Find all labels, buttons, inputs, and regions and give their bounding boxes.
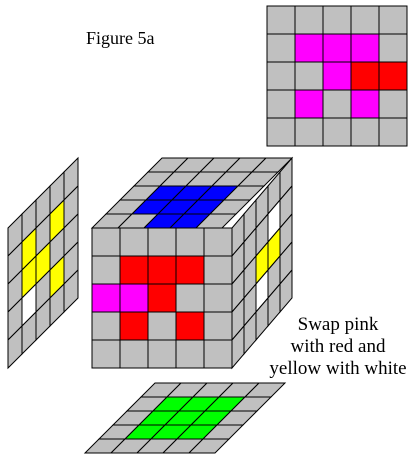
cube-front-sticker bbox=[175, 283, 205, 313]
back-face-sticker bbox=[378, 33, 408, 63]
cube-front-sticker bbox=[203, 311, 233, 341]
caption-line-3: yellow with white bbox=[269, 358, 407, 379]
back-face-sticker bbox=[350, 5, 380, 35]
back-face-sticker bbox=[266, 33, 296, 63]
caption-line-2: with red and bbox=[290, 336, 386, 357]
cube-front-sticker bbox=[91, 283, 121, 313]
back-face-sticker bbox=[378, 117, 408, 147]
back-face-sticker bbox=[266, 89, 296, 119]
back-face-sticker bbox=[266, 5, 296, 35]
cube-right-face-grid bbox=[231, 156, 293, 370]
back-face-sticker bbox=[378, 61, 408, 91]
back-face-sticker bbox=[322, 61, 352, 91]
back-face-sticker bbox=[294, 89, 324, 119]
back-face-sticker bbox=[294, 61, 324, 91]
back-face-sticker bbox=[378, 5, 408, 35]
cube-front-sticker bbox=[119, 227, 149, 257]
back-face-sticker bbox=[266, 61, 296, 91]
instruction-caption: Swap pink with red and yellow with white bbox=[262, 314, 414, 380]
cube-front-sticker bbox=[119, 283, 149, 313]
cube-front-sticker bbox=[119, 311, 149, 341]
cube-front-sticker bbox=[91, 255, 121, 285]
cube-front-sticker bbox=[119, 255, 149, 285]
figure-title: Figure 5a bbox=[86, 28, 155, 48]
back-face-sticker bbox=[294, 117, 324, 147]
cube-front-sticker bbox=[175, 227, 205, 257]
cube-front-sticker bbox=[147, 283, 177, 313]
cube-right-sticker bbox=[279, 268, 293, 314]
cube-front-sticker bbox=[91, 227, 121, 257]
back-face-sticker bbox=[350, 61, 380, 91]
cube-front-sticker bbox=[175, 311, 205, 341]
back-face-sticker bbox=[294, 33, 324, 63]
cube-front-sticker bbox=[147, 227, 177, 257]
back-face-sticker bbox=[294, 5, 324, 35]
bottom-face-sticker bbox=[187, 438, 231, 454]
back-face-sticker bbox=[322, 5, 352, 35]
back-face-sticker bbox=[350, 33, 380, 63]
cube-front-sticker bbox=[203, 283, 233, 313]
cube-front-sticker bbox=[203, 339, 233, 369]
cube-front-face-grid bbox=[91, 227, 233, 369]
cube-front-sticker bbox=[203, 255, 233, 285]
back-face-sticker bbox=[350, 117, 380, 147]
cube-front-sticker bbox=[147, 255, 177, 285]
left-face-grid bbox=[7, 156, 79, 370]
back-face-grid bbox=[266, 5, 408, 147]
cube-front-sticker bbox=[175, 339, 205, 369]
back-face-sticker bbox=[322, 117, 352, 147]
back-face-sticker bbox=[350, 89, 380, 119]
back-face-sticker bbox=[378, 89, 408, 119]
back-face-sticker bbox=[266, 117, 296, 147]
back-face-sticker bbox=[322, 89, 352, 119]
back-face-sticker bbox=[322, 33, 352, 63]
cube-front-sticker bbox=[147, 311, 177, 341]
cube-front-sticker bbox=[91, 339, 121, 369]
cube-front-sticker bbox=[91, 311, 121, 341]
left-face-sticker bbox=[63, 268, 79, 314]
cube-front-sticker bbox=[203, 227, 233, 257]
cube-top-face-grid bbox=[90, 157, 294, 229]
bottom-face-grid bbox=[83, 382, 287, 454]
cube-front-sticker bbox=[147, 339, 177, 369]
cube-front-sticker bbox=[175, 255, 205, 285]
cube-front-sticker bbox=[119, 339, 149, 369]
caption-line-1: Swap pink bbox=[297, 314, 379, 335]
